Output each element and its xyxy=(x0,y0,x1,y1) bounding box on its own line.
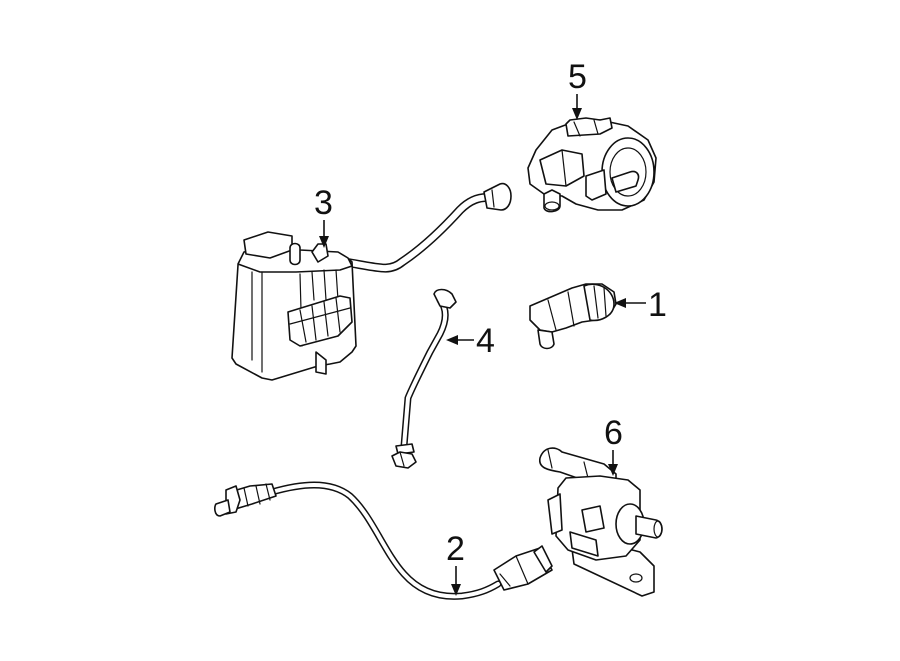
arrow-head-6 xyxy=(608,464,618,476)
callout-3: 3 xyxy=(314,184,333,248)
vapor-canister xyxy=(231,182,512,381)
callout-label-3: 3 xyxy=(314,184,333,222)
callout-6: 6 xyxy=(604,414,623,476)
purge-solenoid xyxy=(527,117,657,213)
callout-2: 2 xyxy=(446,530,465,596)
arrow-head-4 xyxy=(446,335,458,345)
vapor-tube xyxy=(391,288,457,469)
arrow-head-1 xyxy=(614,298,626,308)
callout-4: 4 xyxy=(446,322,495,360)
arrow-head-3 xyxy=(319,236,329,248)
arrow-head-5 xyxy=(572,108,582,120)
callout-1: 1 xyxy=(614,286,667,324)
callout-label-4: 4 xyxy=(476,322,495,360)
oxygen-sensor xyxy=(214,481,553,600)
callout-5: 5 xyxy=(568,58,587,120)
callout-label-1: 1 xyxy=(648,286,667,324)
callout-label-6: 6 xyxy=(604,414,623,452)
callout-label-2: 2 xyxy=(446,530,465,568)
callout-label-5: 5 xyxy=(568,58,587,96)
sensor xyxy=(529,283,617,350)
vent-valve xyxy=(538,447,663,597)
arrow-head-2 xyxy=(451,584,461,596)
